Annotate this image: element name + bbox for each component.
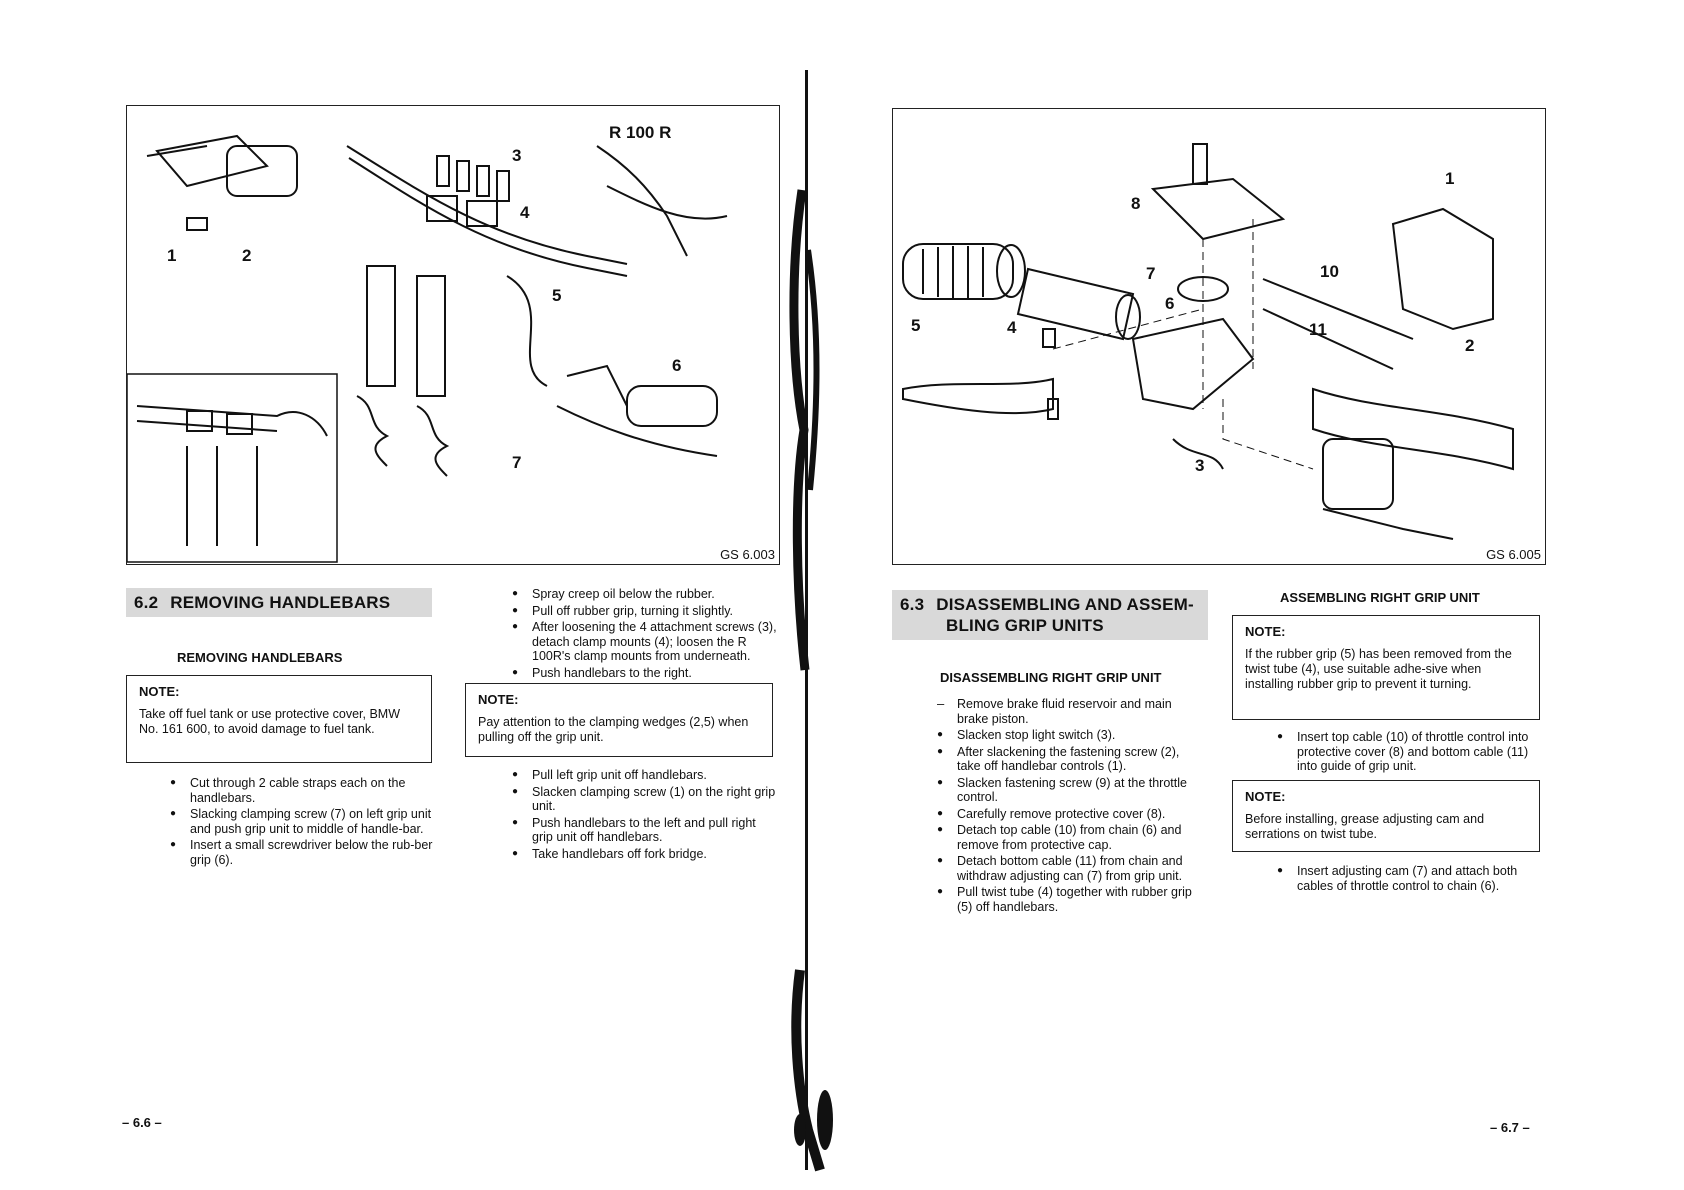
list-item: Push handlebars to the left and pull rig… (510, 816, 780, 845)
note-label: NOTE: (1245, 624, 1286, 639)
note-label: NOTE: (139, 684, 180, 699)
list-item: Pull off rubber grip, turning it slightl… (510, 604, 780, 619)
note-box: NOTE: Take off fuel tank or use protecti… (126, 675, 432, 763)
list-item: Spray creep oil below the rubber. (510, 587, 780, 602)
note-text: If the rubber grip (5) has been removed … (1245, 647, 1512, 691)
section-title-line2: BLING GRIP UNITS (946, 616, 1104, 635)
bullet-list: Cut through 2 cable straps each on the h… (168, 776, 433, 869)
list-item: Remove brake fluid reservoir and main br… (935, 697, 1205, 726)
subheading: DISASSEMBLING RIGHT GRIP UNIT (940, 670, 1162, 685)
page-number: – 6.6 – (122, 1115, 162, 1130)
list-item: Insert top cable (10) of throttle contro… (1275, 730, 1545, 774)
note-label: NOTE: (1245, 789, 1286, 804)
subheading: ASSEMBLING RIGHT GRIP UNIT (1280, 590, 1480, 605)
callout-4: 4 (1007, 318, 1017, 337)
figure-code: GS 6.003 (720, 547, 775, 562)
callout-7: 7 (1146, 264, 1155, 283)
note-text: Pay attention to the clamping wedges (2,… (478, 715, 749, 744)
handlebar-exploded-drawing: R 100 R 1 2 3 4 5 6 7 (126, 123, 728, 563)
list-item: Slacken stop light switch (3). (935, 728, 1205, 743)
section-heading: 6.2 REMOVING HANDLEBARS (126, 588, 432, 617)
binding-spine (789, 70, 833, 1172)
list-item: Slacken clamping screw (1) on the right … (510, 785, 780, 814)
list-item: Push handlebars to the right. (510, 666, 780, 681)
list-item: Pull twist tube (4) together with rubber… (935, 885, 1205, 914)
section-title-line1: DISASSEMBLING AND ASSEM- (936, 595, 1194, 614)
callout-2: 2 (1465, 336, 1474, 355)
callout-5: 5 (911, 316, 920, 335)
figure-grip-unit: 1 2 3 4 5 6 7 8 10 11 GS 6.005 (892, 108, 1546, 565)
note-label: NOTE: (478, 692, 519, 707)
note-text: Take off fuel tank or use protective cov… (139, 707, 400, 736)
callout-3: 3 (512, 146, 521, 165)
list-item: Take handlebars off fork bridge. (510, 847, 780, 862)
callout-1: 1 (1445, 169, 1454, 188)
list-item: Slacken fastening screw (9) at the throt… (935, 776, 1205, 805)
list-item: After loosening the 4 attachment screws … (510, 620, 780, 664)
callout-8: 8 (1131, 194, 1140, 213)
list-item: After slackening the fastening screw (2)… (935, 745, 1205, 774)
note-box: NOTE: Pay attention to the clamping wedg… (465, 683, 773, 757)
page-number: – 6.7 – (1490, 1120, 1530, 1135)
callout-11: 11 (1309, 320, 1327, 339)
callout-4: 4 (520, 203, 530, 222)
callout-2: 2 (242, 246, 251, 265)
list-item: Pull left grip unit off handlebars. (510, 768, 780, 783)
list-item: Insert adjusting cam (7) and attach both… (1275, 864, 1545, 893)
note-box: NOTE: If the rubber grip (5) has been re… (1232, 615, 1540, 720)
bullet-list: Remove brake fluid reservoir and main br… (935, 697, 1205, 916)
figure-title: R 100 R (609, 123, 671, 142)
callout-10: 10 (1320, 262, 1339, 281)
bullet-list: Pull left grip unit off handlebars. Slac… (510, 768, 780, 863)
figure-code: GS 6.005 (1486, 547, 1541, 562)
figure-handlebars: R 100 R 1 2 3 4 5 6 7 GS 6.003 (126, 105, 780, 565)
list-item: Slacking clamping screw (7) on left grip… (168, 807, 433, 836)
section-heading: 6.3 DISASSEMBLING AND ASSEM- BLING GRIP U… (892, 590, 1208, 640)
callout-3: 3 (1195, 456, 1204, 475)
list-item: Carefully remove protective cover (8). (935, 807, 1205, 822)
callout-5: 5 (552, 286, 561, 305)
bullet-list: Insert adjusting cam (7) and attach both… (1275, 864, 1545, 895)
callout-6: 6 (1165, 294, 1174, 313)
callout-1: 1 (167, 246, 176, 265)
callout-7: 7 (512, 453, 521, 472)
bullet-list: Insert top cable (10) of throttle contro… (1275, 730, 1545, 776)
section-number: 6.3 (900, 595, 925, 614)
grip-unit-exploded-drawing: 1 2 3 4 5 6 7 8 10 11 (902, 143, 1514, 540)
list-item: Detach bottom cable (11) from chain and … (935, 854, 1205, 883)
section-title: REMOVING HANDLEBARS (170, 593, 391, 612)
subheading: REMOVING HANDLEBARS (177, 650, 343, 665)
list-item: Detach top cable (10) from chain (6) and… (935, 823, 1205, 852)
note-box: NOTE: Before installing, grease adjustin… (1232, 780, 1540, 852)
callout-6: 6 (672, 356, 681, 375)
section-number: 6.2 (134, 593, 159, 612)
note-text: Before installing, grease adjusting cam … (1245, 812, 1485, 841)
bullet-list: Spray creep oil below the rubber. Pull o… (510, 587, 780, 682)
list-item: Insert a small screwdriver below the rub… (168, 838, 433, 867)
list-item: Cut through 2 cable straps each on the h… (168, 776, 433, 805)
